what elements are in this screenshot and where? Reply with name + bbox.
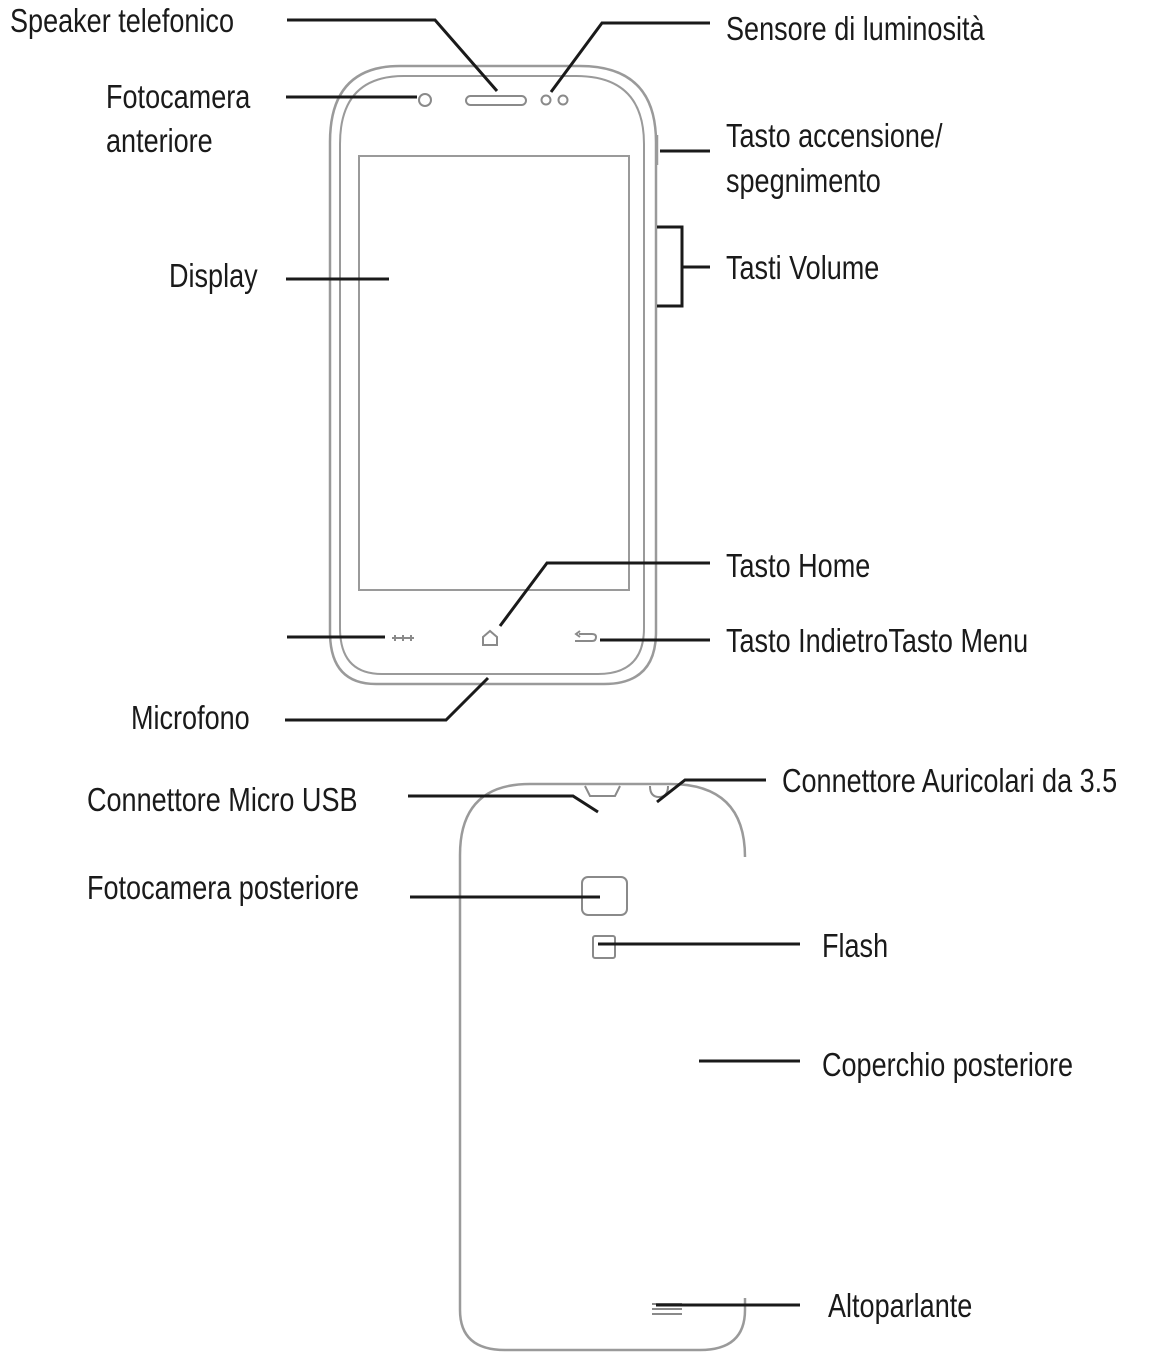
front-camera-label-line1: Fotocamera	[106, 80, 250, 116]
front-leader-lines	[285, 18, 710, 722]
light-sensor-dot	[540, 94, 552, 106]
back-cover-label: Coperchio posteriore	[822, 1048, 1073, 1084]
micro-usb-leader	[408, 794, 599, 814]
volume-bracket	[657, 225, 684, 308]
front-camera-lens	[418, 93, 432, 107]
speaker-leader	[287, 18, 499, 92]
microphone-leader	[285, 676, 490, 722]
back-leader-lines	[408, 778, 800, 1307]
micro-usb-port	[584, 785, 621, 797]
home-label: Tasto Home	[726, 549, 870, 585]
front-view	[328, 64, 659, 686]
earpiece-grille	[465, 95, 527, 106]
rear-camera-label: Fotocamera posteriore	[87, 871, 359, 907]
headphone-leader	[656, 778, 766, 804]
back-menu-label: Tasto IndietroTasto Menu	[726, 624, 1028, 660]
menu-key-icon	[392, 635, 414, 641]
back-view	[458, 782, 747, 1352]
display-label: Display	[169, 259, 258, 295]
back-key-icon	[574, 630, 598, 642]
microphone-label: Microfono	[131, 701, 250, 737]
front-body-inner-outline	[339, 75, 645, 675]
volume-label: Tasti Volume	[726, 251, 879, 287]
front-body-outline	[328, 64, 658, 686]
power-label-line1: Tasto accensione/	[726, 119, 943, 155]
loudspeaker-label: Altoparlante	[828, 1289, 972, 1325]
light-sensor-label: Sensore di luminosità	[726, 12, 985, 48]
home-key-icon	[482, 629, 498, 646]
micro-usb-label: Connettore Micro USB	[87, 783, 358, 819]
labels: Speaker telefonico Fotocamera anteriore …	[10, 4, 1117, 1325]
front-screen	[358, 155, 630, 591]
headphone-label: Connettore Auricolari da 3.5	[782, 764, 1117, 800]
back-body-outline	[458, 782, 747, 1352]
power-label-line2: spegnimento	[726, 164, 881, 200]
front-camera-label-line2: anteriore	[106, 124, 213, 160]
proximity-sensor-dot	[557, 94, 569, 106]
speaker-label: Speaker telefonico	[10, 4, 234, 40]
flash-label: Flash	[822, 929, 888, 965]
flash-module	[592, 935, 616, 959]
light-sensor-leader	[549, 21, 710, 93]
headphone-jack	[649, 785, 669, 799]
home-leader	[498, 561, 710, 627]
